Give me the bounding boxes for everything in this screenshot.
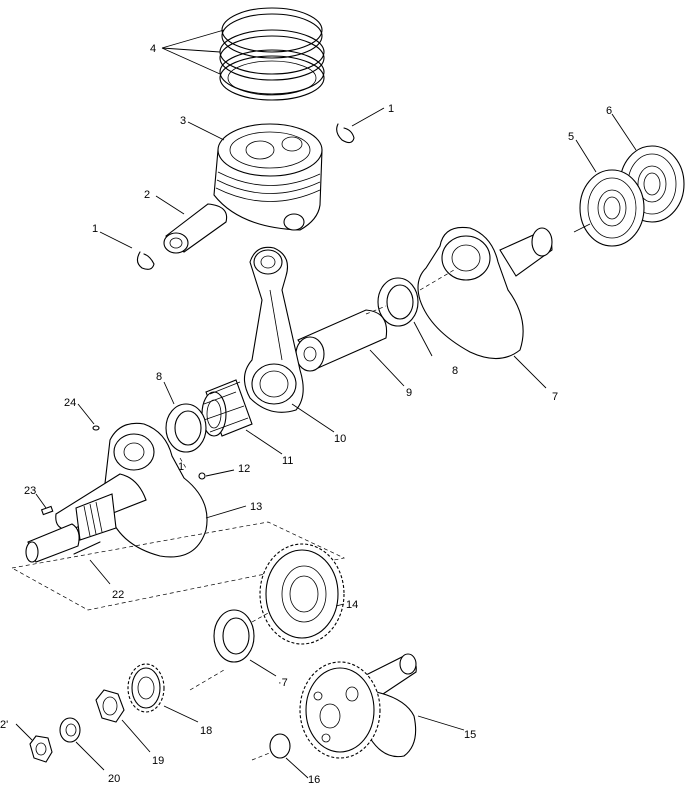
assembly-outline	[10, 521, 346, 611]
pin-24	[92, 425, 100, 431]
thrust-washer-8-upper	[377, 277, 419, 327]
washer-17	[213, 609, 255, 663]
piston-rings	[219, 7, 325, 101]
callout-label: 15	[464, 729, 476, 741]
callout-label: 3	[180, 115, 186, 127]
callout-label: 23	[24, 485, 36, 497]
wrist-pin	[163, 203, 228, 254]
callout-label: ·7	[278, 677, 288, 689]
circlip-left	[136, 251, 155, 270]
callout-label: 10	[334, 433, 346, 445]
gear-18	[127, 663, 165, 713]
callout-label: 1	[178, 461, 184, 473]
callout-labels: 4 1 3 6 5 2 1 8 9 7 8 24 10 11 1 12 23 1…	[0, 43, 612, 785]
callout-label: 24	[64, 397, 76, 409]
callout-label: 18	[200, 725, 212, 737]
callout-label: 12	[238, 463, 250, 475]
callout-label: 11	[282, 455, 293, 467]
callout-label: 1	[388, 103, 394, 115]
leader-lines	[15, 29, 637, 779]
bearing-5	[579, 169, 645, 247]
callout-label: 19	[152, 755, 164, 767]
crank-half-right	[417, 226, 553, 360]
callout-label: 14	[346, 599, 358, 611]
piston	[213, 123, 323, 231]
nut-19	[95, 689, 125, 723]
crank-half-left	[25, 422, 208, 563]
key-23	[40, 505, 54, 516]
callout-label: 6	[606, 105, 612, 117]
callout-label: 20	[108, 773, 120, 785]
nut-21	[29, 735, 53, 763]
callout-label: 1	[92, 223, 98, 235]
callout-label: 13	[250, 501, 262, 513]
needle-bearing	[201, 379, 253, 437]
gear-14	[259, 543, 345, 645]
circlip-right	[336, 123, 355, 144]
circlip-16	[269, 733, 291, 759]
ball-12	[198, 472, 206, 480]
callout-label: 9	[406, 387, 412, 399]
callout-label: 8	[156, 371, 162, 383]
callout-label: 2'	[0, 719, 8, 731]
callout-label: 5	[568, 131, 574, 143]
crank-pin	[295, 309, 388, 372]
thrust-washer-8-lower	[165, 403, 207, 453]
callout-label: 7	[552, 391, 558, 403]
callout-label: 22	[112, 589, 124, 601]
connecting-rod	[243, 246, 304, 413]
callout-label: 8	[452, 365, 458, 377]
callout-label: 4	[150, 43, 156, 55]
washer-20	[59, 717, 81, 743]
callout-label: 16	[308, 774, 320, 785]
balance-shaft	[299, 653, 417, 759]
callout-label: 2	[144, 189, 150, 201]
